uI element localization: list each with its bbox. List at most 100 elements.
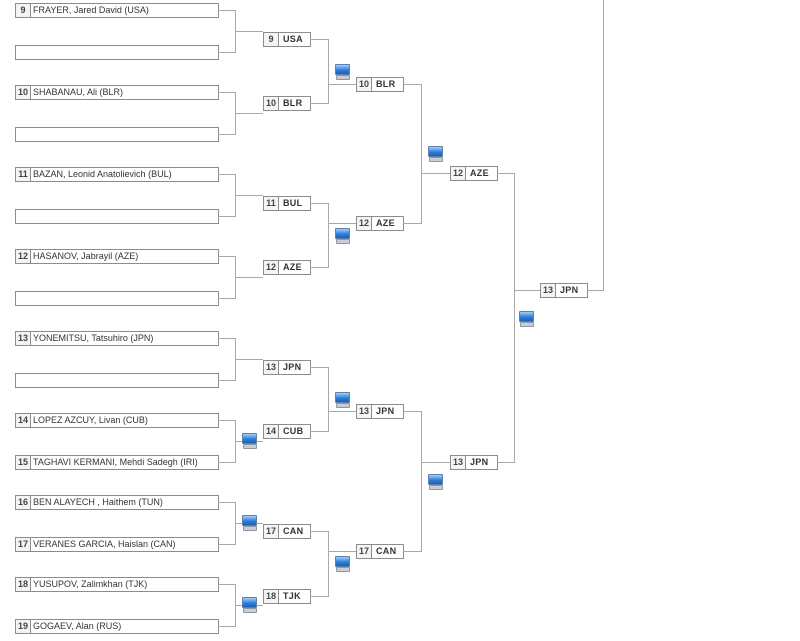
- video-monitor-icon[interactable]: [333, 227, 351, 244]
- bracket-connector: [421, 411, 422, 552]
- bracket-connector: [218, 174, 235, 175]
- seed-number: 13: [264, 361, 279, 374]
- athlete-name: VERANES GARCIA, Haislan (CAN): [33, 539, 176, 549]
- bracket-connector: [328, 223, 356, 224]
- bracket-connector: [421, 84, 422, 224]
- team-code: JPN: [376, 406, 395, 416]
- bracket-connector: [328, 411, 356, 412]
- bracket-connector: [310, 39, 328, 40]
- video-monitor-icon[interactable]: [517, 310, 535, 327]
- bracket-entry-r2-5[interactable]: 13 JPN: [263, 360, 311, 375]
- bracket-entry-r1-8: [15, 291, 219, 306]
- seed-number: 17: [264, 525, 279, 538]
- video-monitor-icon[interactable]: [426, 145, 444, 162]
- seed-number: 14: [16, 414, 31, 427]
- bracket-connector: [403, 411, 421, 412]
- seed-number: 10: [357, 78, 372, 91]
- team-code: BUL: [283, 198, 303, 208]
- seed-number: 13: [357, 405, 372, 418]
- seed-number: 19: [16, 620, 31, 633]
- bracket-connector: [421, 462, 450, 463]
- bracket-connector: [218, 10, 235, 11]
- team-code: CUB: [283, 426, 304, 436]
- video-monitor-icon[interactable]: [333, 555, 351, 572]
- bracket-connector: [218, 626, 235, 627]
- bracket-connector: [310, 203, 328, 204]
- bracket-connector: [497, 173, 514, 174]
- bracket-connector: [218, 256, 235, 257]
- seed-number: 14: [264, 425, 279, 438]
- bracket-connector: [403, 551, 421, 552]
- athlete-name: GOGAEV, Alan (RUS): [33, 621, 122, 631]
- athlete-name: SHABANAU, Ali (BLR): [33, 87, 124, 97]
- bracket-connector: [403, 223, 421, 224]
- team-code: CAN: [283, 526, 304, 536]
- team-code: JPN: [283, 362, 302, 372]
- seed-number: 12: [16, 250, 31, 263]
- bracket-connector: [218, 502, 235, 503]
- bracket-connector: [310, 431, 328, 432]
- bracket-connector: [328, 39, 329, 104]
- bracket-entry-r3-4[interactable]: 17 CAN: [356, 544, 404, 559]
- athlete-name: BEN ALAYECH , Haithem (TUN): [33, 497, 163, 507]
- bracket-entry-r3-3[interactable]: 13 JPN: [356, 404, 404, 419]
- seed-number: 18: [16, 578, 31, 591]
- seed-number: 9: [16, 4, 31, 17]
- bracket-connector: [328, 203, 329, 268]
- seed-number: 12: [264, 261, 279, 274]
- bracket-connector: [310, 367, 328, 368]
- athlete-name: YUSUPOV, Zalimkhan (TJK): [33, 579, 148, 589]
- bracket-connector: [328, 84, 356, 85]
- bracket-connector: [235, 277, 263, 278]
- seed-number: 10: [16, 86, 31, 99]
- video-monitor-icon[interactable]: [240, 432, 258, 449]
- video-monitor-icon[interactable]: [426, 473, 444, 490]
- team-code: CAN: [376, 546, 397, 556]
- bracket-connector: [218, 216, 235, 217]
- bracket-connector: [497, 462, 514, 463]
- team-code: AZE: [470, 168, 489, 178]
- bracket-connector: [218, 584, 235, 585]
- team-code: JPN: [470, 457, 489, 467]
- bracket-connector: [328, 367, 329, 432]
- seed-number: 17: [357, 545, 372, 558]
- bracket-connector: [235, 359, 263, 360]
- video-monitor-icon[interactable]: [240, 596, 258, 613]
- team-code: USA: [283, 34, 303, 44]
- bracket-connector: [218, 420, 235, 421]
- bracket-connector: [587, 290, 604, 291]
- bracket-connector: [235, 113, 263, 114]
- bracket-connector: [328, 531, 329, 597]
- video-monitor-icon[interactable]: [333, 391, 351, 408]
- athlete-name: FRAYER, Jared David (USA): [33, 5, 149, 15]
- bracket-connector: [403, 84, 421, 85]
- video-monitor-icon[interactable]: [240, 514, 258, 531]
- bracket-entry-r2-6[interactable]: 14 CUB: [263, 424, 311, 439]
- bracket-connector: [328, 551, 356, 552]
- bracket-entry-r4-1[interactable]: 12 AZE: [450, 166, 498, 181]
- bracket-entry-r2-7[interactable]: 17 CAN: [263, 524, 311, 539]
- video-monitor-icon[interactable]: [333, 63, 351, 80]
- team-code: TJK: [283, 591, 301, 601]
- seed-number: 12: [451, 167, 466, 180]
